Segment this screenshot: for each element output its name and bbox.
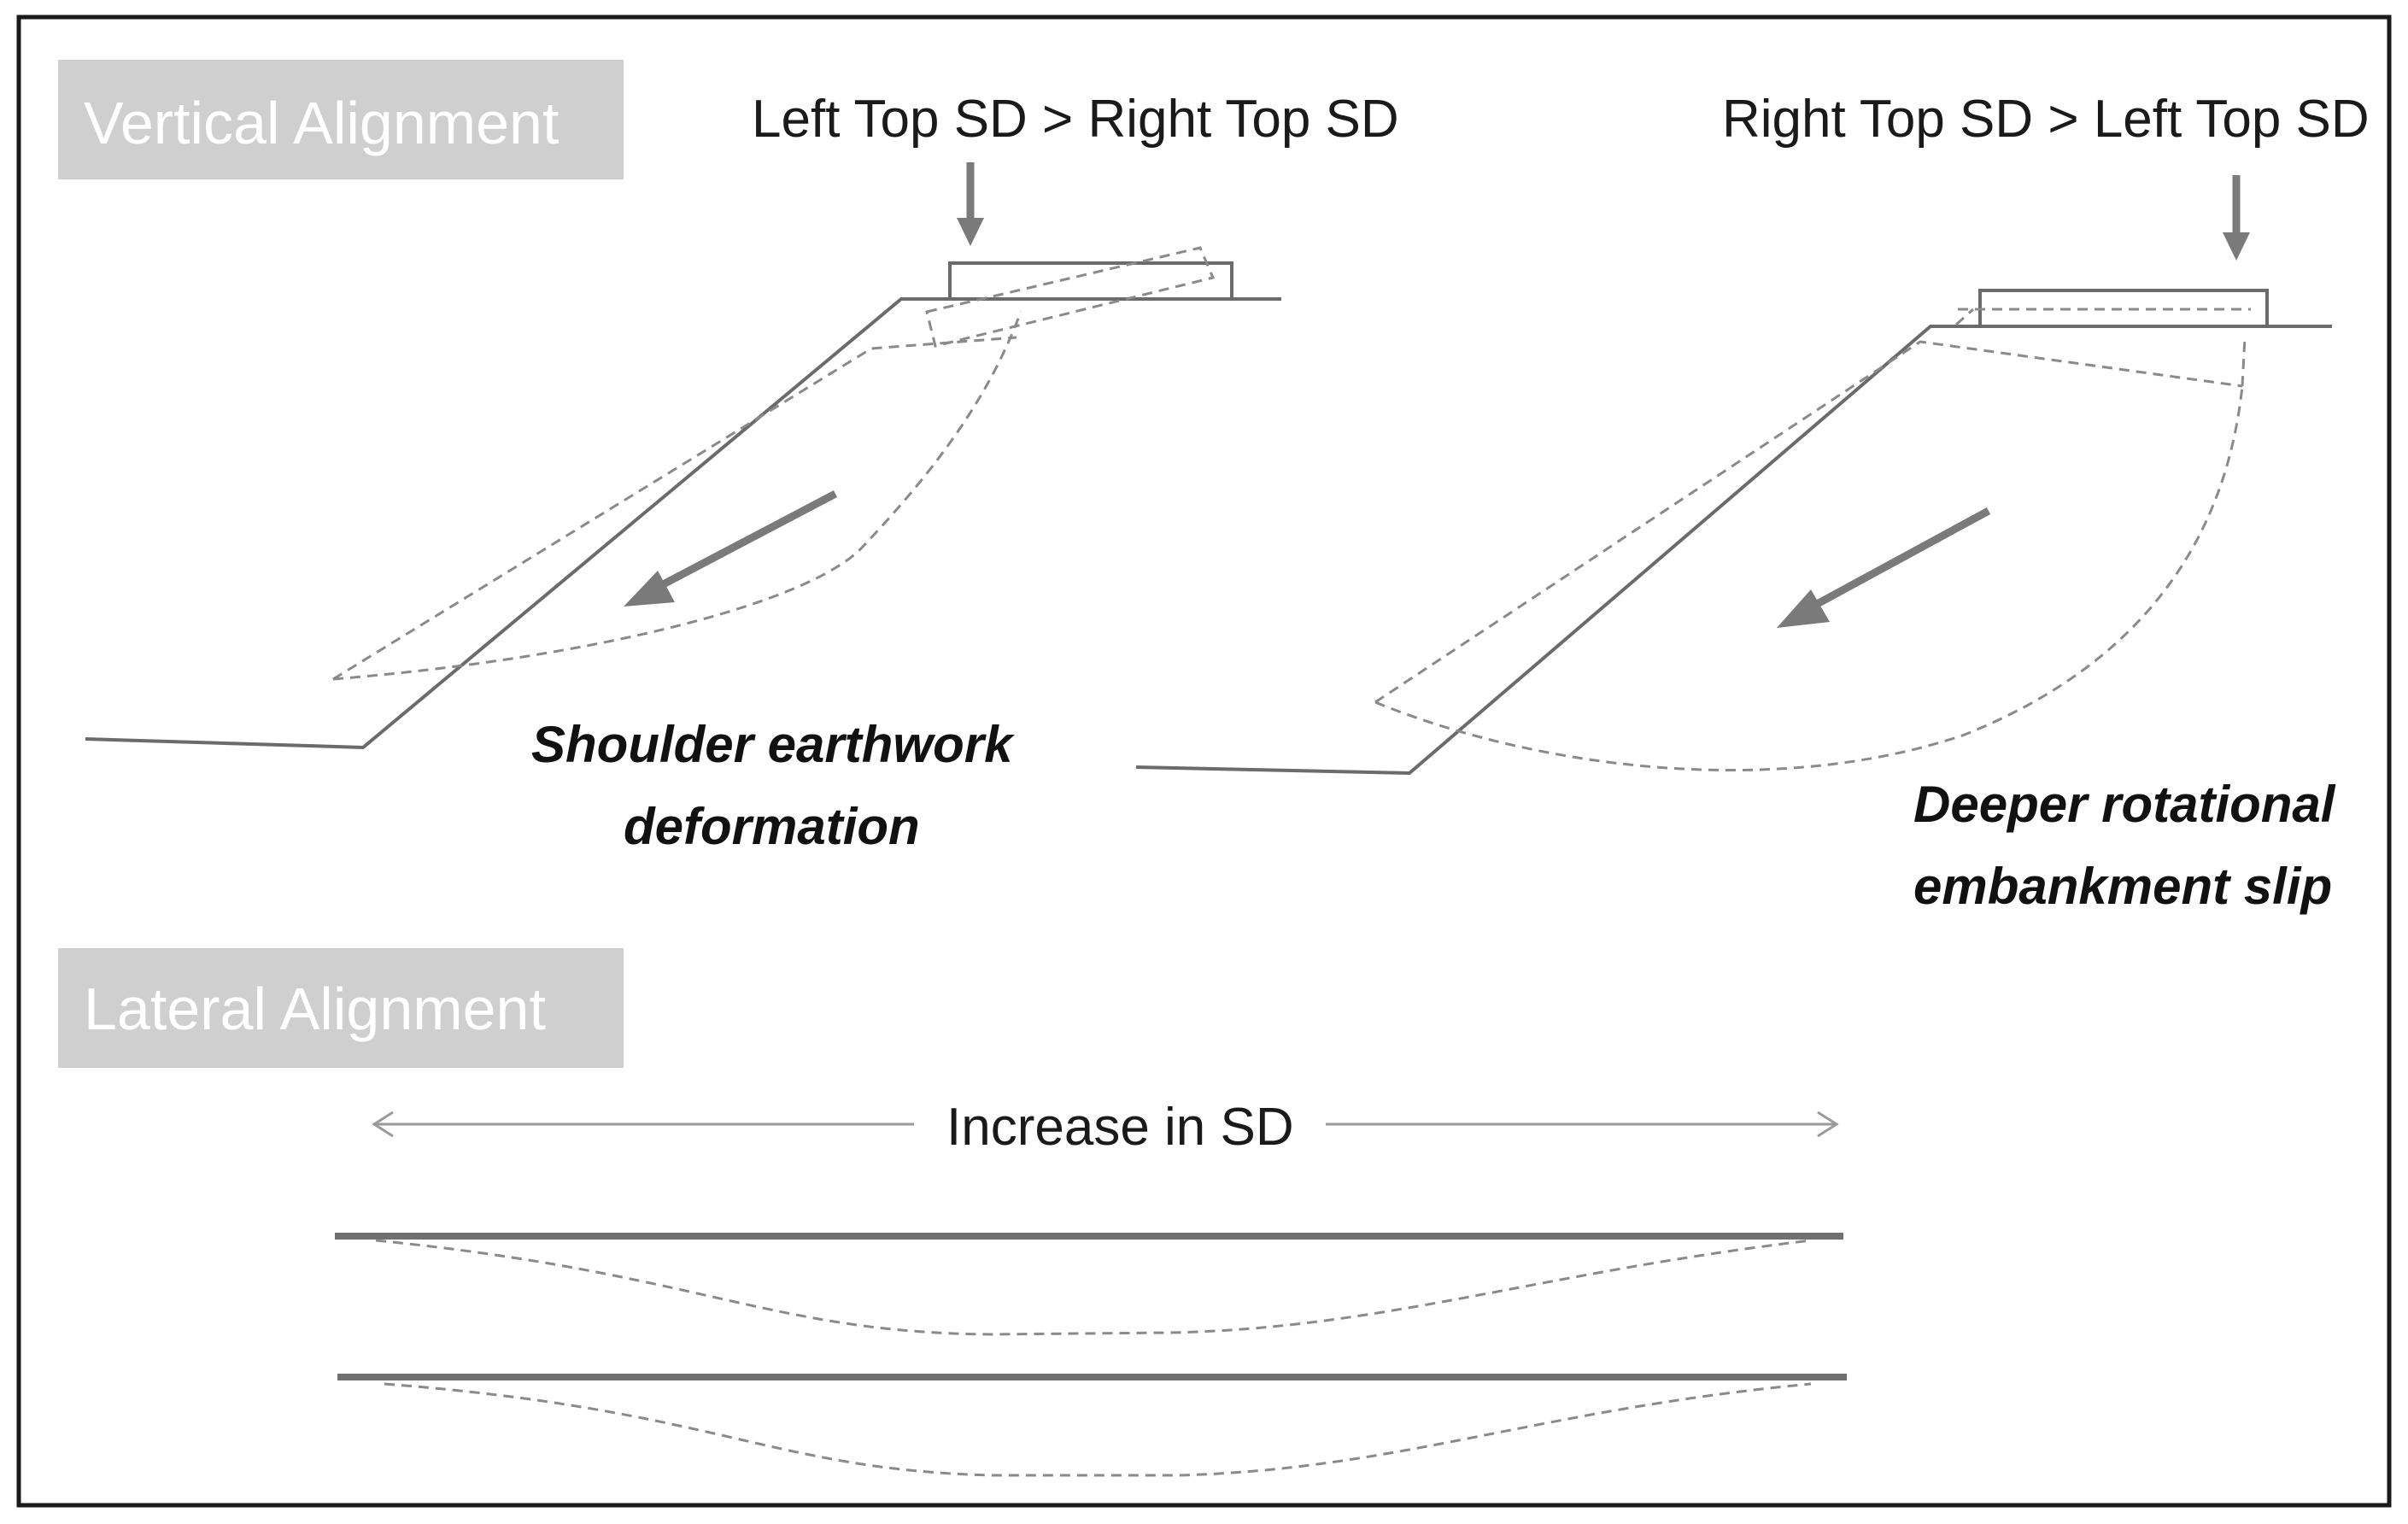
diagram-frame bbox=[16, 15, 2392, 1508]
slip-caption-line1: Deeper rotational bbox=[1913, 776, 2336, 833]
left-embankment-profile bbox=[85, 297, 1281, 750]
increase-in-sd-label: Increase in SD bbox=[946, 1098, 1294, 1157]
right-movement-arrow-shaft bbox=[1807, 507, 1991, 612]
vertical-alignment-title: Vertical Alignment bbox=[84, 90, 559, 156]
right-slip-top bbox=[2241, 337, 2247, 387]
left-slip-surface bbox=[332, 311, 1022, 681]
bottom-rail-deformed bbox=[384, 1382, 1812, 1477]
right-case-label: Right Top SD > Left Top SD bbox=[1722, 90, 2370, 149]
right-embankment-diagram: Right Top SD > Left Top SD Deeper rotati… bbox=[1135, 90, 2370, 915]
left-deformed-slope bbox=[332, 336, 1017, 681]
left-sleeper bbox=[948, 261, 1233, 301]
left-deformed-sleeper bbox=[925, 246, 1216, 348]
slip-caption-line2: embankment slip bbox=[1913, 858, 2332, 915]
right-movement-arrow-head bbox=[1777, 589, 1830, 628]
shoulder-caption-line1: Shoulder earthwork bbox=[531, 716, 1015, 773]
lateral-alignment-header: Lateral Alignment bbox=[58, 948, 624, 1068]
right-slip-surface bbox=[1374, 385, 2244, 771]
shoulder-caption-line2: deformation bbox=[624, 798, 920, 855]
lateral-alignment-box bbox=[58, 948, 624, 1068]
right-embankment-profile bbox=[1135, 325, 2332, 776]
vertical-alignment-header: Vertical Alignment bbox=[58, 60, 624, 179]
left-movement-arrow-head bbox=[624, 571, 675, 607]
lateral-alignment-title: Lateral Alignment bbox=[84, 976, 546, 1042]
vertical-alignment-box bbox=[58, 60, 624, 179]
increase-arrow-right-head bbox=[1817, 1111, 1839, 1138]
left-case-label: Left Top SD > Right Top SD bbox=[752, 90, 1399, 149]
increase-arrow-left-head bbox=[372, 1111, 394, 1138]
right-deformed-slope bbox=[1374, 340, 2243, 704]
left-movement-arrow-shaft bbox=[651, 490, 838, 593]
left-load-arrow-head bbox=[957, 218, 984, 246]
lateral-alignment-diagram: Increase in SD bbox=[335, 1098, 1847, 1477]
right-deformed-top-edge bbox=[1954, 308, 1975, 326]
left-embankment-diagram: Left Top SD > Right Top SD Shoulder eart… bbox=[85, 90, 1399, 855]
top-rail-deformed bbox=[375, 1239, 1812, 1336]
right-load-arrow-head bbox=[2223, 232, 2250, 261]
